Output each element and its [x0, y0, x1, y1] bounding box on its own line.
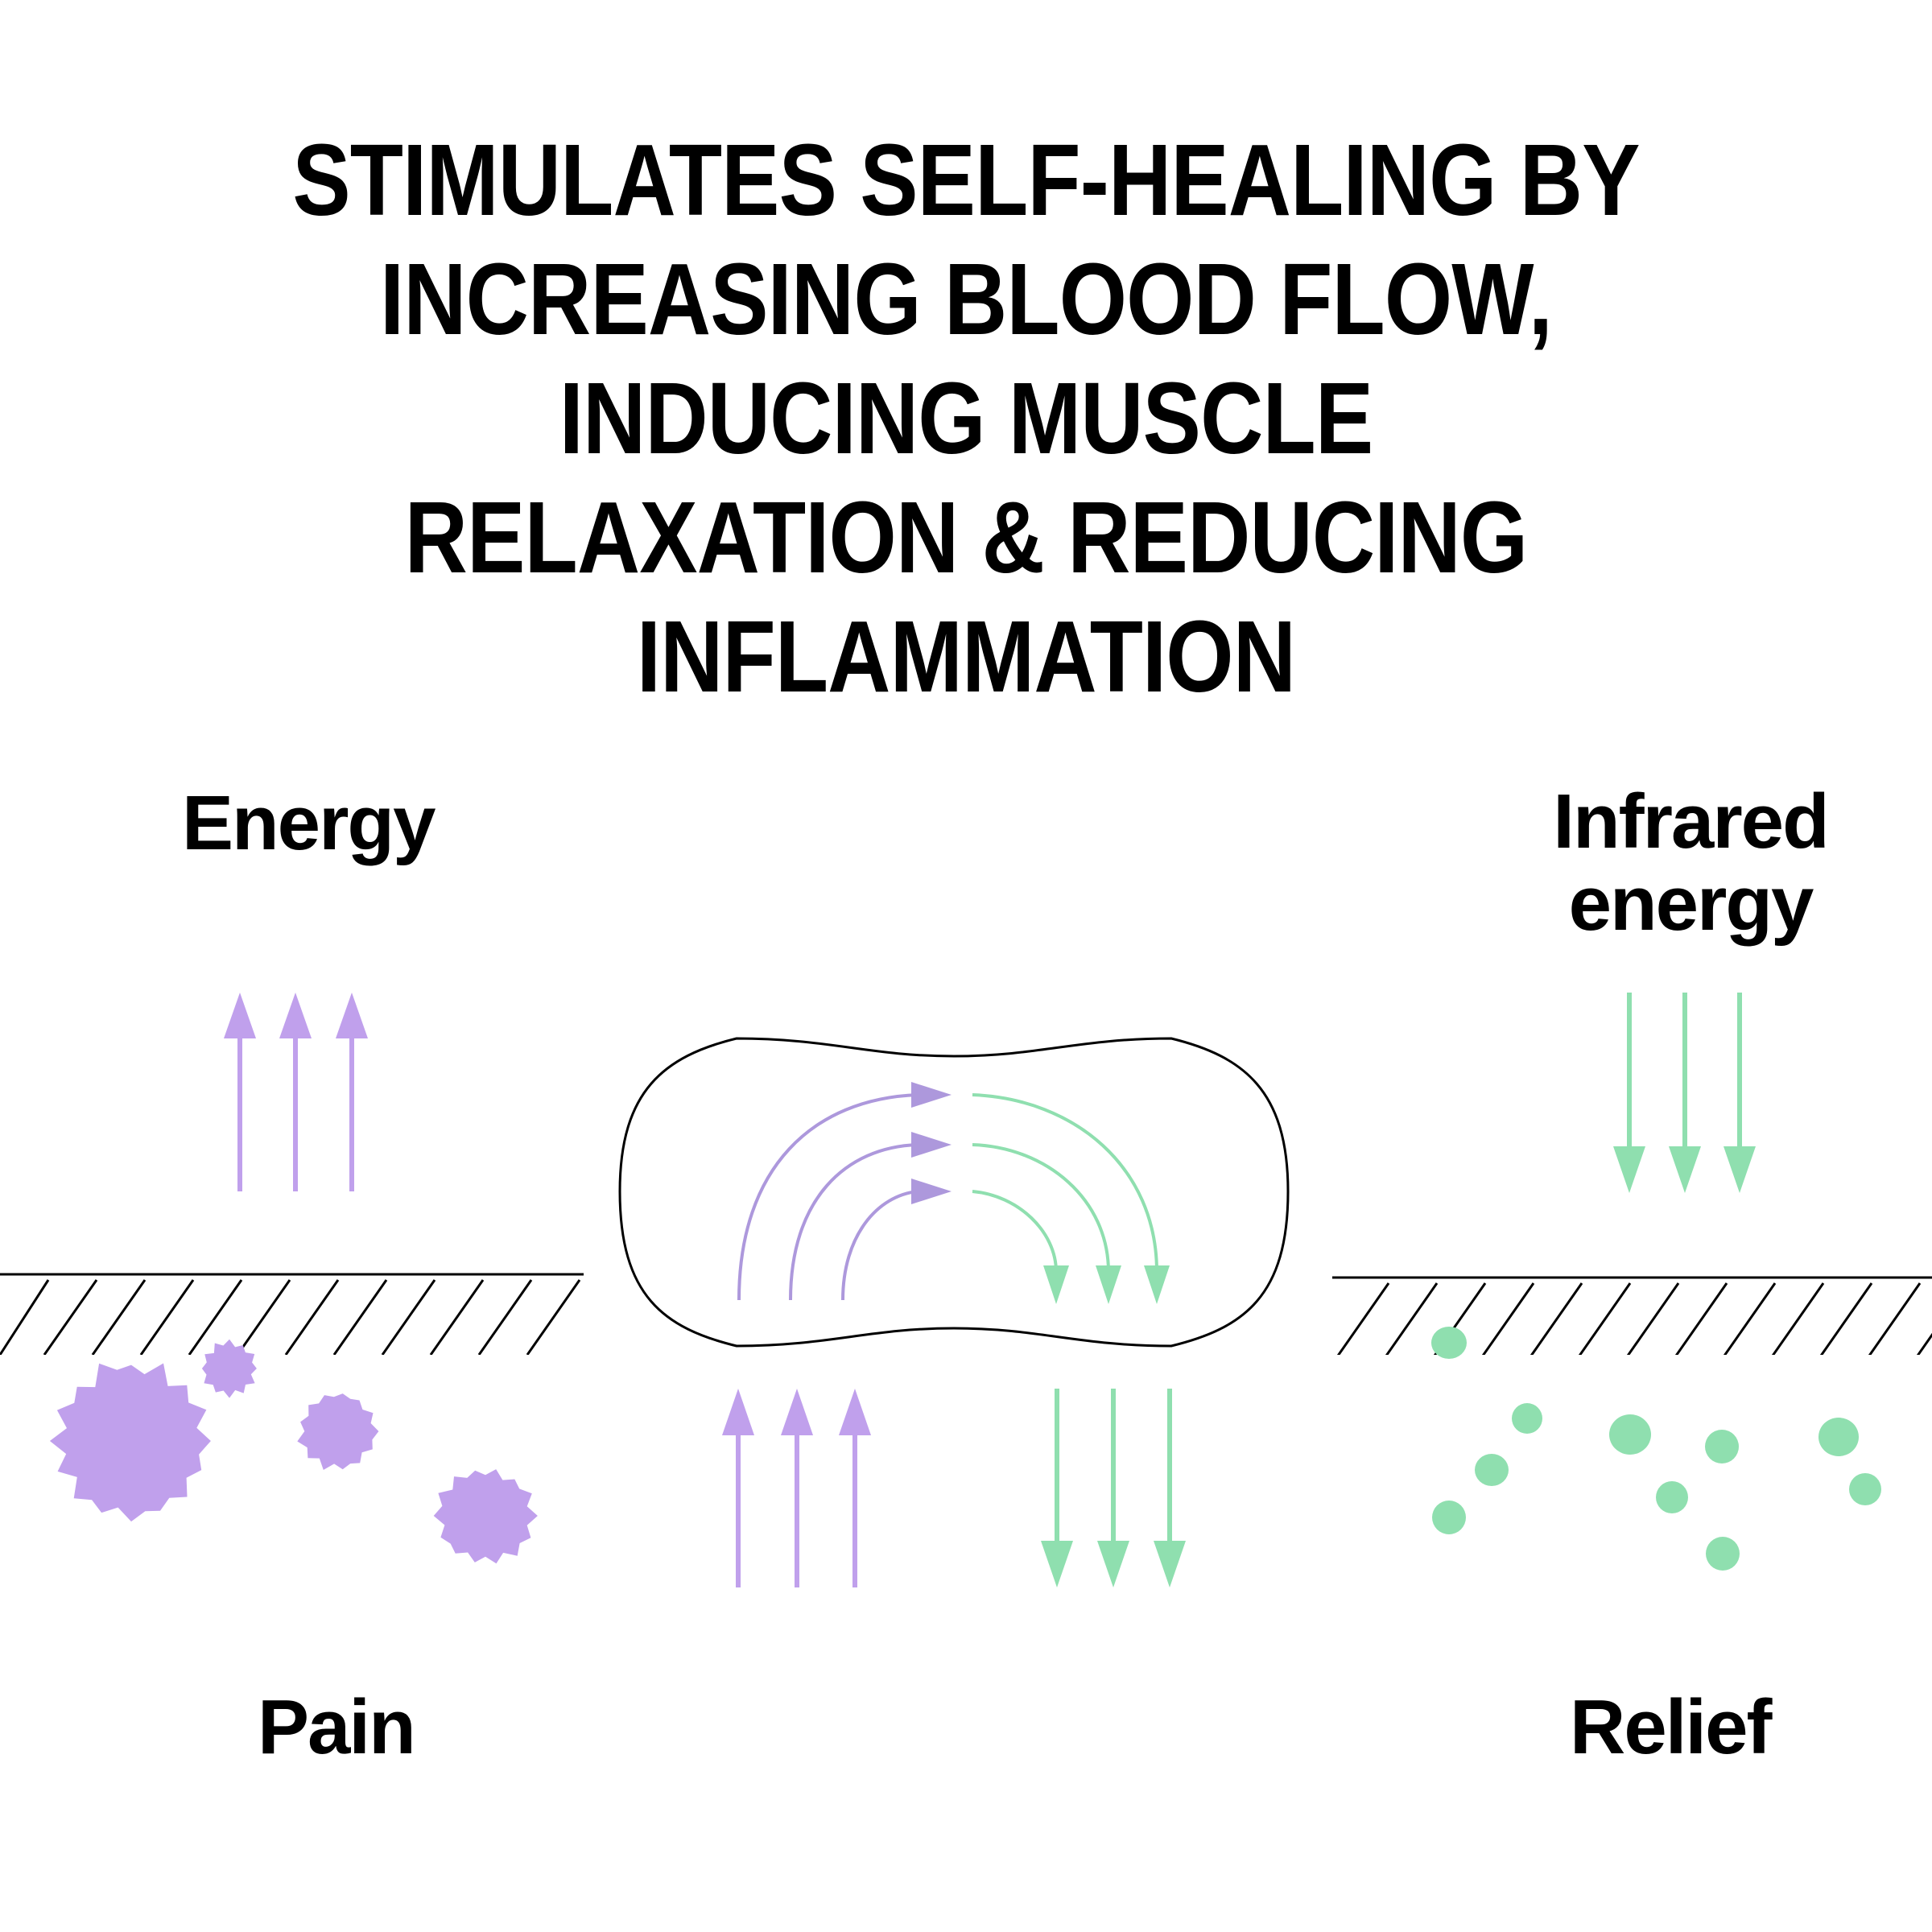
relief-dot	[1432, 1501, 1466, 1534]
headline-line-3: INDUCING MUSCLE	[559, 361, 1373, 475]
relief-dots	[1431, 1327, 1881, 1571]
inflow-arc	[789, 1143, 919, 1301]
outflow-arc	[972, 1190, 1058, 1273]
lower-purple-arrows	[722, 1389, 871, 1587]
left-ground-hatching	[0, 1279, 581, 1355]
lower-up-arrow	[781, 1389, 813, 1587]
pad-outflow-arrowheads	[1043, 1265, 1170, 1304]
energy-arrow	[336, 993, 368, 1191]
headline-line-2: INCREASING BLOOD FLOW,	[380, 242, 1553, 356]
relief-dot	[1706, 1537, 1740, 1571]
pain-blob-medium	[433, 1469, 538, 1564]
lower-down-arrow	[1154, 1389, 1186, 1587]
outflow-arrowhead	[1096, 1265, 1121, 1304]
pad-inflow-arrowheads	[911, 1082, 952, 1204]
pain-blob-medium	[297, 1393, 379, 1470]
relief-dot	[1818, 1418, 1859, 1456]
infrared-label-line-2: energy	[1568, 861, 1814, 947]
energy-arrow	[224, 993, 256, 1191]
relief-dot	[1705, 1430, 1739, 1463]
pain-label: Pain	[258, 1684, 416, 1770]
pad-inflow-arcs	[737, 1093, 919, 1301]
relief-dot	[1656, 1481, 1688, 1513]
outflow-arc	[972, 1093, 1158, 1273]
pad-outflow-arcs	[972, 1093, 1158, 1273]
lower-up-arrow	[839, 1389, 871, 1587]
outflow-arrowhead	[1043, 1265, 1069, 1304]
infrared-label-line-1: Infrared	[1553, 778, 1829, 865]
inflow-arrowhead	[911, 1179, 952, 1204]
lower-green-arrows	[1041, 1389, 1186, 1587]
relief-dot	[1609, 1414, 1651, 1455]
pain-blobs	[49, 1339, 538, 1564]
energy-arrows	[224, 993, 368, 1191]
inflow-arc	[737, 1093, 919, 1301]
infrared-energy-label: Infrared energy	[1534, 781, 1847, 945]
pain-blob-large	[49, 1363, 211, 1522]
headline-line-1: STIMULATES SELF-HEALING BY	[292, 123, 1640, 237]
pain-blob-small	[201, 1339, 257, 1398]
energy-arrow	[279, 993, 312, 1191]
relief-dot	[1512, 1403, 1542, 1434]
heating-pad-outline	[618, 1037, 1290, 1348]
relief-label: Relief	[1570, 1684, 1772, 1770]
outflow-arrowhead	[1144, 1265, 1170, 1304]
lower-up-arrow	[722, 1389, 754, 1587]
relief-dot	[1431, 1327, 1467, 1359]
outflow-arc	[972, 1143, 1110, 1273]
energy-label: Energy	[182, 780, 436, 866]
infrared-arrow	[1669, 993, 1701, 1193]
relief-dot	[1475, 1454, 1509, 1486]
left-ground-surface	[0, 1273, 584, 1355]
inflow-arc	[841, 1190, 919, 1301]
headline: STIMULATES SELF-HEALING BY INCREASING BL…	[135, 121, 1797, 716]
infrared-arrow	[1724, 993, 1756, 1193]
headline-line-4: RELAXATION & REDUCING	[404, 481, 1529, 594]
inflow-arrowhead	[911, 1082, 952, 1108]
right-ground-surface	[1332, 1276, 1932, 1355]
lower-down-arrow	[1097, 1389, 1129, 1587]
relief-dot	[1849, 1473, 1881, 1505]
lower-down-arrow	[1041, 1389, 1073, 1587]
inflow-arrowhead	[911, 1132, 952, 1158]
infrared-arrow	[1613, 993, 1645, 1193]
right-ground-hatching	[1336, 1282, 1932, 1355]
headline-line-5: INFLAMMATION	[636, 600, 1296, 713]
infrared-arrows	[1613, 993, 1756, 1193]
